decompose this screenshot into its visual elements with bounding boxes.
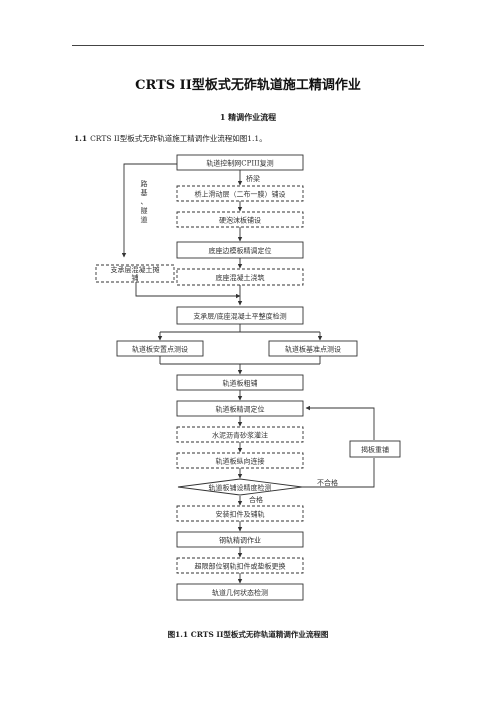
svg-text:路基、隧道: 路基、隧道: [141, 179, 148, 224]
box-geometry-check: 轨道几何状态检测: [176, 583, 304, 601]
svg-text:钢轨精调作业: 钢轨精调作业: [219, 536, 261, 545]
svg-text:轨道板基准点测设: 轨道板基准点测设: [285, 345, 341, 354]
box-replace: 超限部位钢轨扣件或垫板更换: [176, 557, 304, 574]
paragraph-text: CRTS II型板式无砟轨道施工精调作业流程如图1.1。: [90, 134, 267, 143]
label-fail: 不合格: [317, 478, 338, 487]
svg-text:底座边模板精调定位: 底座边模板精调定位: [209, 246, 272, 255]
label-pass: 合格: [249, 495, 263, 504]
box-rough-laying: 轨道板粗铺: [176, 374, 304, 391]
connector-lines: [121, 163, 375, 584]
svg-text:超限部位钢轨扣件或垫板更换: 超限部位钢轨扣件或垫板更换: [195, 562, 286, 571]
box-fine-positioning: 轨道板精调定位: [176, 400, 304, 417]
svg-text:轨道板粗铺: 轨道板粗铺: [223, 379, 258, 388]
box-support-layer: 支承层混凝土摊铺: [95, 264, 175, 283]
box-reference-points: 轨道板基准点测设: [268, 340, 358, 357]
svg-text:底座混凝土浇筑: 底座混凝土浇筑: [216, 273, 265, 282]
svg-text:安装扣件及铺轨: 安装扣件及铺轨: [216, 510, 265, 519]
box-placement-points: 轨道板安置点测设: [116, 340, 204, 357]
diamond-accuracy-check: 轨道板铺设精度检测: [177, 478, 303, 496]
section-heading: 1 精调作业流程: [219, 112, 277, 122]
svg-text:轨道板纵向连接: 轨道板纵向连接: [216, 457, 265, 466]
box-grouting: 水泥沥青砂浆灌注: [176, 426, 304, 443]
page-title: CRTS II型板式无砟轨道施工精调作业: [135, 78, 361, 93]
svg-text:轨道板安置点测设: 轨道板安置点测设: [132, 345, 188, 354]
svg-text:支承层混凝土摊铺: 支承层混凝土摊铺: [111, 265, 160, 282]
box-foam-board: 硬泡沫板铺设: [176, 211, 304, 228]
svg-text:轨道几何状态检测: 轨道几何状态检测: [212, 588, 268, 597]
svg-text:轨道板铺设精度检测: 轨道板铺设精度检测: [209, 483, 272, 492]
svg-text:桥上滑动层（二布一膜）铺设: 桥上滑动层（二布一膜）铺设: [195, 190, 286, 199]
box-relay: 揭板重铺: [349, 440, 401, 458]
figure-caption: 图1.1 CRTS II型板式无砟轨道精调作业流程图: [167, 630, 329, 639]
box-rail-adjust: 钢轨精调作业: [176, 531, 304, 548]
box-base-concrete: 底座混凝土浇筑: [176, 268, 304, 286]
svg-text:轨道板精调定位: 轨道板精调定位: [216, 405, 265, 414]
label-roadbed-tunnel: 路基、隧道: [141, 179, 148, 224]
label-bridge: 桥梁: [246, 174, 260, 183]
box-longitudinal: 轨道板纵向连接: [176, 452, 304, 469]
box-fasteners: 安装扣件及铺轨: [176, 505, 304, 522]
svg-text:水泥沥青砂浆灌注: 水泥沥青砂浆灌注: [212, 431, 268, 440]
paragraph-number: 1.1: [74, 134, 88, 143]
box-cpiii: 轨道控制网CPIII复测: [176, 154, 304, 171]
box-slide-layer: 桥上滑动层（二布一膜）铺设: [176, 185, 304, 202]
box-base-formwork: 底座边模板精调定位: [176, 241, 304, 259]
svg-text:支承层/底座混凝土平整度检测: 支承层/底座混凝土平整度检测: [193, 312, 286, 321]
svg-text:硬泡沫板铺设: 硬泡沫板铺设: [219, 216, 261, 225]
box-flatness-check: 支承层/底座混凝土平整度检测: [176, 306, 304, 325]
svg-text:揭板重铺: 揭板重铺: [361, 445, 389, 454]
svg-text:轨道控制网CPIII复测: 轨道控制网CPIII复测: [206, 159, 273, 168]
header-rule: [72, 45, 424, 46]
